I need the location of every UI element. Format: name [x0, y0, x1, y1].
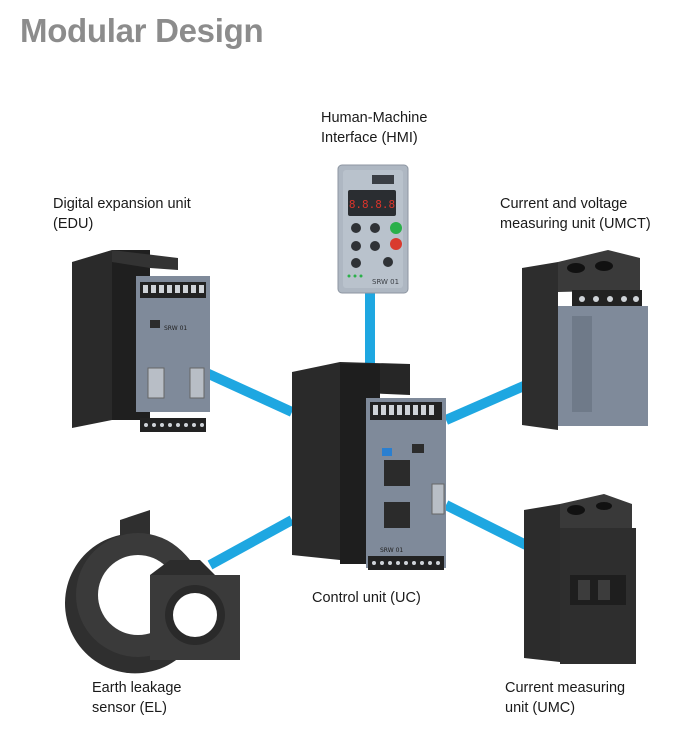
hmi-label-line2: Interface (HMI) — [321, 130, 418, 146]
connector-edu — [197, 365, 295, 417]
stop-button-icon — [390, 238, 402, 250]
uc-model-label: SRW 01 — [380, 547, 403, 554]
edu-label-line2: (EDU) — [53, 216, 94, 232]
edu-device: SRW 01 — [72, 250, 210, 432]
edu-label-line1: Digital expansion unit — [53, 196, 191, 212]
ethernet-port-icon — [384, 502, 410, 528]
umct-label: Current and voltage measuring unit (UMCT… — [500, 194, 651, 234]
hmi-device: 8.8.8.8 SRW 01 — [337, 164, 409, 294]
hmi-label: Human-Machine Interface (HMI) — [321, 108, 427, 148]
run-button-icon — [390, 222, 402, 234]
weg-logo-icon — [372, 175, 394, 184]
umct-device — [522, 250, 648, 430]
el-label: Earth leakage sensor (EL) — [92, 678, 181, 718]
umct-label-line1: Current and voltage — [500, 196, 628, 212]
umc-label: Current measuring unit (UMC) — [505, 678, 625, 718]
uc-label-line1: Control unit (UC) — [312, 590, 421, 606]
uc-label: Control unit (UC) — [312, 588, 421, 608]
el-device — [65, 510, 240, 674]
weg-logo-icon — [150, 320, 160, 328]
uc-device: SRW 01 — [292, 362, 446, 570]
hmi-display-digits: 8.8.8.8 — [349, 198, 395, 211]
up-arrow-icon — [351, 223, 361, 233]
weg-logo-icon — [412, 444, 424, 453]
connector-umc — [443, 500, 529, 550]
down-arrow-icon — [351, 241, 361, 251]
hmi-display — [348, 190, 396, 216]
connector-lines — [197, 290, 529, 570]
umc-label-line2: unit (UMC) — [505, 700, 576, 716]
umc-label-line1: Current measuring — [505, 680, 626, 696]
hmi-label-line1: Human-Machine — [321, 110, 428, 126]
edu-label: Digital expansion unit (EDU) — [53, 194, 191, 234]
connector-umct — [443, 380, 529, 425]
el-label-line1: Earth leakage — [92, 680, 182, 696]
umct-label-line2: measuring unit (UMCT) — [500, 216, 651, 232]
page-title: Modular Design — [20, 12, 264, 49]
connector-el — [207, 515, 295, 570]
hmi-model-label: SRW 01 — [372, 278, 399, 286]
el-label-line2: sensor (EL) — [92, 700, 167, 716]
edu-model-label: SRW 01 — [164, 325, 187, 332]
ethernet-port-icon — [384, 460, 410, 486]
umc-device — [524, 494, 636, 664]
